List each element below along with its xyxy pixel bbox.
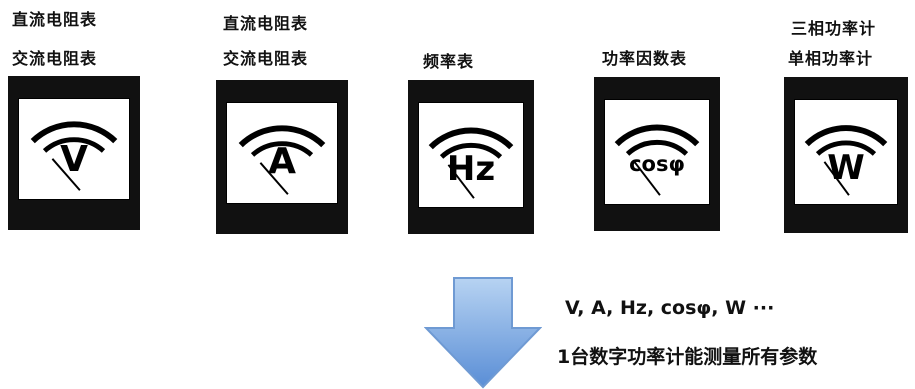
caption-line-1: V, A, Hz, cosφ, W ··· xyxy=(565,297,775,319)
meter-a-label-2: 交流电阻表 xyxy=(223,49,309,68)
meter-face: V xyxy=(18,98,130,200)
meter-symbol: A xyxy=(268,141,296,182)
meter-v-label-2: 交流电阻表 xyxy=(12,49,98,68)
meter-symbol: W xyxy=(827,148,865,188)
meter-symbol: cosφ xyxy=(629,152,685,176)
meter-face: W xyxy=(794,99,898,205)
ammeter: A xyxy=(216,80,348,234)
gauge-arc-icon xyxy=(238,125,326,195)
wattmeter: W xyxy=(784,77,908,233)
meter-hz-label: 频率表 xyxy=(423,52,475,71)
gauge-arc-icon xyxy=(614,124,700,196)
power-factor-meter: cosφ xyxy=(594,77,720,231)
meter-face: cosφ xyxy=(604,99,710,205)
meter-w-label-2: 单相功率计 xyxy=(788,49,874,68)
meter-symbol: V xyxy=(60,139,88,180)
meter-cos-label: 功率因数表 xyxy=(602,49,688,68)
meter-a-label-1: 直流电阻表 xyxy=(223,14,309,33)
meter-w-label-1: 三相功率计 xyxy=(791,19,877,38)
meter-v-label-1: 直流电阻表 xyxy=(12,10,98,29)
meter-face: A xyxy=(226,102,338,204)
meter-face: Hz xyxy=(418,102,524,208)
frequency-meter: Hz xyxy=(408,80,534,234)
meter-symbol: Hz xyxy=(446,149,496,189)
caption-line-2: 1台数字功率计能测量所有参数 xyxy=(557,346,818,368)
gauge-arc-icon xyxy=(30,121,118,191)
voltmeter: V xyxy=(8,76,140,230)
gauge-arc-icon xyxy=(428,127,514,199)
gauge-arc-icon xyxy=(804,125,888,196)
down-arrow-icon xyxy=(424,277,542,389)
